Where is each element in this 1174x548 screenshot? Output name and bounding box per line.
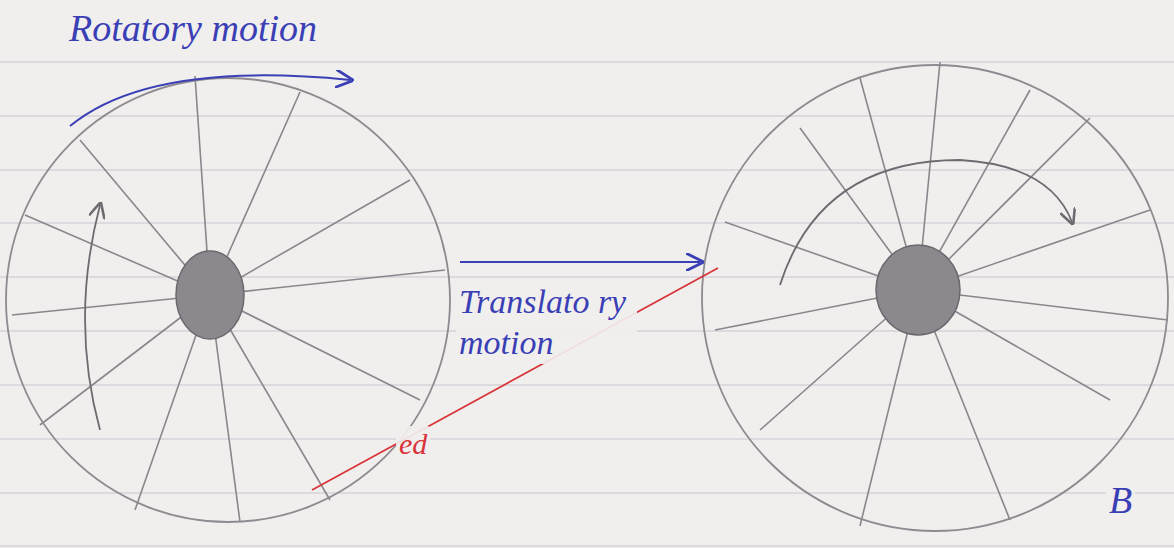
ruled-lines [0,62,1174,546]
handwritten-label: Rotatory motion [66,6,320,52]
handwritten-label: Translato ry motion [456,282,637,364]
right-wheel [702,62,1168,531]
red-stroke [312,268,718,490]
translation-arrow [460,261,700,263]
left-wheel [6,76,450,522]
figure-letter: B [1106,478,1135,524]
handwritten-label: ed [396,426,430,462]
rotation-arrow [70,75,350,126]
